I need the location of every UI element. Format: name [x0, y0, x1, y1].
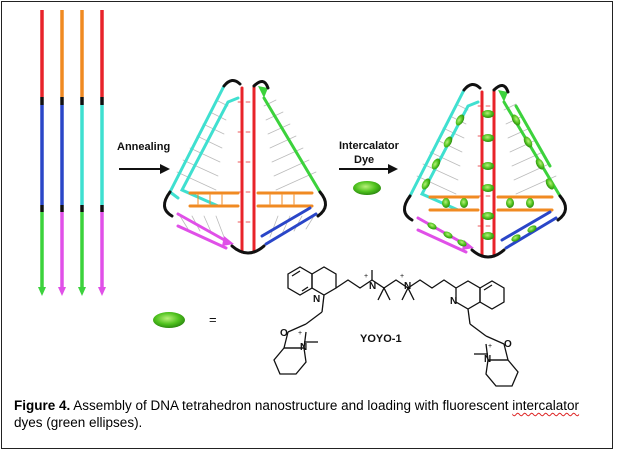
svg-text:N: N	[313, 294, 320, 305]
svg-text:N: N	[450, 296, 457, 307]
svg-text:+: +	[488, 343, 492, 350]
caption-text-2: dyes (green ellipses).	[14, 415, 143, 430]
annealing-arrow: Annealing	[117, 141, 170, 174]
yoyo-1-label: YOYO-1	[360, 333, 402, 345]
svg-text:O: O	[504, 339, 512, 350]
strand-1	[38, 10, 46, 296]
intercalator-label-line2: Dye	[354, 154, 374, 166]
yoyo-1-atom-labels: N N + N + N N + O N + O	[280, 273, 512, 365]
single-strands	[38, 10, 106, 296]
svg-text:+: +	[400, 273, 404, 280]
svg-text:+: +	[298, 330, 302, 337]
figure-caption: Figure 4. Assembly of DNA tetrahedron na…	[14, 397, 604, 431]
strand-3	[78, 10, 86, 296]
svg-text:N: N	[404, 281, 411, 292]
intercalator-label-line1: Intercalator	[339, 140, 400, 152]
strand-2	[58, 10, 66, 296]
equals-sign: =	[209, 312, 217, 327]
dye-ellipse	[353, 181, 381, 195]
figure-number: Figure 4.	[14, 398, 71, 413]
yoyo-1-structure	[273, 266, 519, 387]
intercalator-arrow: Intercalator Dye	[339, 140, 400, 195]
svg-text:+: +	[364, 273, 368, 280]
annealing-label: Annealing	[117, 141, 170, 153]
dna-tetrahedron-with-dye	[403, 83, 567, 259]
spellcheck-flagged-word: intercalator	[512, 398, 580, 413]
dye-legend-ellipse	[153, 312, 185, 328]
svg-text:N: N	[300, 342, 307, 353]
svg-text:N: N	[484, 354, 491, 365]
svg-text:N: N	[369, 281, 376, 292]
svg-text:O: O	[280, 328, 288, 339]
strand-4	[98, 10, 106, 296]
intercalated-dyes	[421, 110, 555, 247]
dna-tetrahedron	[163, 79, 327, 255]
caption-text-1: Assembly of DNA tetrahedron nanostructur…	[70, 398, 513, 413]
